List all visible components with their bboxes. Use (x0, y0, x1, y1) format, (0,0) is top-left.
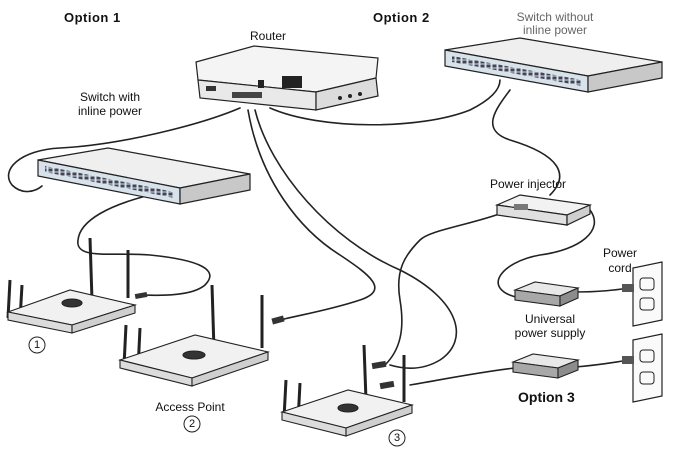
access-point-1 (5, 237, 138, 334)
universal-power-supply-2 (510, 353, 581, 379)
access-point-3 (280, 344, 414, 437)
wall-outlet-2 (622, 333, 663, 403)
option-2-label: Option 2 (373, 10, 430, 25)
router-device (195, 45, 379, 111)
cable-injector-psu (497, 209, 596, 299)
cable-router-ap3 (254, 109, 458, 369)
access-point-label: Access Point (155, 400, 225, 414)
power-injector-label: Power injector (490, 177, 567, 191)
power-injector (494, 194, 593, 226)
power-cord-label-1: Power (602, 246, 637, 260)
cable-switch-ap1 (77, 194, 211, 297)
universal-power-supply-1 (512, 281, 580, 307)
switch-without-label-1: Switch without (516, 10, 594, 24)
switch-with-label-2: inline power (77, 104, 143, 118)
cable-router-switch-without (269, 79, 501, 126)
marker-3: 3 (393, 432, 401, 444)
cable-psu2-outlet (574, 359, 631, 368)
wall-outlet-1 (622, 261, 663, 327)
option-3-label: Option 3 (518, 389, 575, 405)
power-cord-label-2: cord (608, 261, 632, 275)
cable-injector-ap (384, 211, 506, 366)
marker-2: 2 (188, 418, 196, 430)
access-point-2 (118, 284, 270, 387)
marker-1: 1 (33, 339, 41, 351)
switch-with-label-1: Switch with (79, 90, 141, 104)
switch-without-inline-power (444, 37, 663, 93)
marker-3-circle (388, 429, 406, 447)
switch-with-inline-power (37, 147, 251, 205)
option-1-label: Option 1 (64, 10, 121, 25)
cable-switch-injector (491, 89, 561, 196)
cable-router-switch-with (7, 107, 241, 193)
switch-without-label-2: inline power (522, 23, 588, 37)
marker-2-circle (183, 415, 201, 433)
marker-1-circle (28, 336, 46, 354)
cable-psu2-ap3 (409, 367, 516, 386)
cable-router-ap2 (247, 109, 376, 321)
universal-label-1: Universal (524, 312, 575, 326)
universal-label-2: power supply (514, 326, 586, 340)
router-label: Router (250, 29, 287, 43)
cable-psu1-outlet (574, 287, 631, 293)
